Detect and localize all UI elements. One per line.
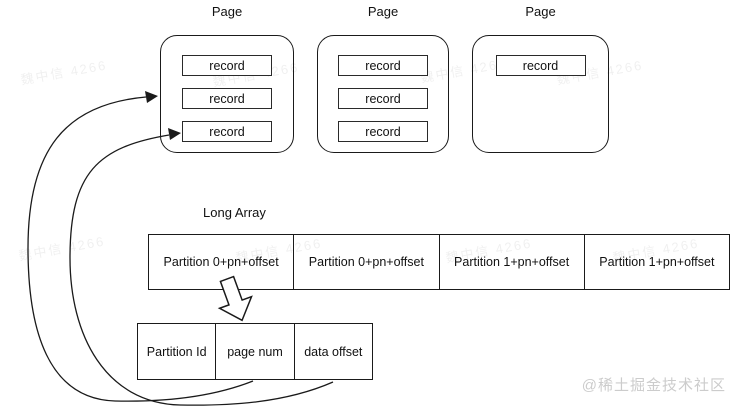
entry-breakdown-row: Partition Id page num data offset <box>137 323 373 380</box>
record-box: record <box>338 88 428 109</box>
array-cell-partition1-b: Partition 1+pn+offset <box>583 235 729 289</box>
page-3-box: record <box>472 35 609 153</box>
long-array-label: Long Array <box>203 205 266 220</box>
diagonal-watermark: 魏中信 4266 <box>19 57 109 88</box>
record-box: record <box>182 121 272 142</box>
record-box: record <box>338 121 428 142</box>
arrowhead-icon <box>145 91 158 103</box>
entry-cell-partition-id: Partition Id <box>146 344 207 359</box>
array-cell-partition0-b: Partition 0+pn+offset <box>293 235 438 289</box>
array-cell-partition0-a: Partition 0+pn+offset <box>163 255 279 269</box>
page-2-box: record record record <box>317 35 449 153</box>
record-box: record <box>182 88 272 109</box>
array-cell-partition1-a: Partition 1+pn+offset <box>438 235 584 289</box>
page-1-box: record record record <box>160 35 294 153</box>
record-box: record <box>182 55 272 76</box>
page-2-label: Page <box>367 4 399 19</box>
page-3-label: Page <box>525 4 556 19</box>
entry-cell-data-offset: data offset <box>293 324 372 379</box>
diagonal-watermark: 魏中信 4266 <box>17 233 107 264</box>
community-watermark: @稀土掘金技术社区 <box>581 377 726 394</box>
long-array-row: Partition 0+pn+offset Partition 0+pn+off… <box>148 234 730 290</box>
entry-cell-page-num: page num <box>215 324 293 379</box>
record-box: record <box>495 55 586 76</box>
record-box: record <box>338 55 428 76</box>
page-1-label: Page <box>211 4 243 19</box>
